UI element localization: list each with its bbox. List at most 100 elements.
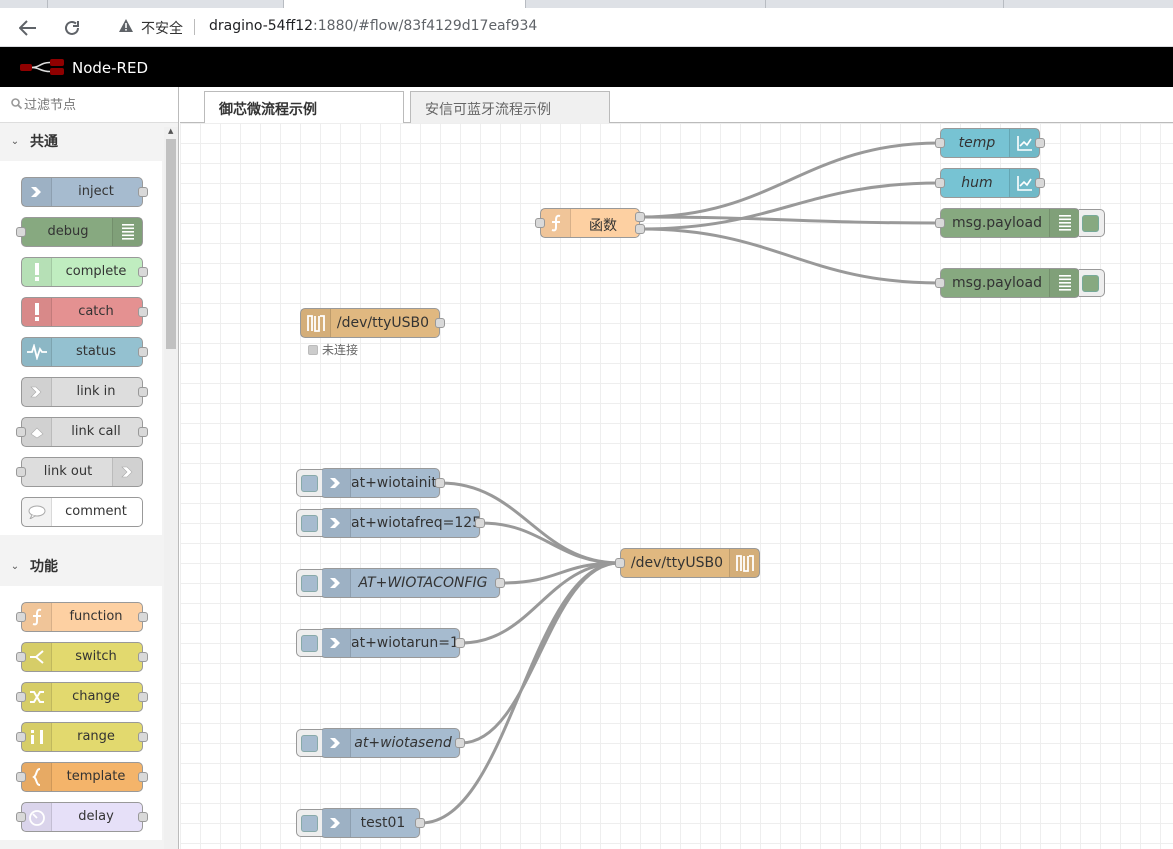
wire[interactable] — [420, 561, 620, 825]
flow-node-label: test01 — [360, 815, 406, 831]
debug-toggle-button[interactable] — [1079, 209, 1105, 237]
palette-node-debug[interactable]: debug — [16, 217, 143, 247]
palette-node-link-in[interactable]: link in — [21, 377, 148, 407]
palette-category-label: 功能 — [30, 559, 58, 575]
scroll-up-icon[interactable]: ▲ — [168, 127, 174, 135]
wire[interactable] — [640, 227, 940, 285]
palette-node-catch[interactable]: catch — [21, 297, 148, 327]
browser-tab[interactable] — [766, 0, 1004, 8]
palette-node-change[interactable]: change — [16, 682, 148, 712]
inject-trigger-button[interactable] — [296, 629, 322, 657]
palette-category-header[interactable]: ⌄共通 — [0, 123, 162, 159]
output-port[interactable] — [475, 518, 485, 528]
browser-tab[interactable] — [0, 0, 48, 8]
palette-node-delay[interactable]: delay — [16, 802, 148, 832]
palette-node-range[interactable]: range — [16, 722, 148, 752]
palette-node-template[interactable]: template — [16, 762, 148, 792]
flow-node-dbg2[interactable]: msg.payload — [935, 268, 1105, 298]
input-port[interactable] — [935, 218, 945, 228]
flow-node-inj1[interactable]: at+wiotainit — [296, 468, 445, 498]
input-port[interactable] — [935, 278, 945, 288]
inject-trigger-button[interactable] — [296, 469, 322, 497]
palette-node-link-call[interactable]: link call — [16, 417, 148, 447]
warning-icon — [119, 19, 133, 32]
output-port[interactable] — [435, 318, 445, 328]
wire[interactable] — [640, 181, 940, 231]
palette-scroll-thumb[interactable] — [166, 139, 176, 349]
reload-button[interactable] — [58, 14, 86, 42]
input-port[interactable] — [935, 138, 945, 148]
tab-flow-2[interactable]: 安信可蓝牙流程示例 — [410, 91, 610, 123]
chart-icon — [1009, 169, 1039, 197]
browser-tab[interactable] — [526, 0, 766, 8]
input-port[interactable] — [615, 558, 625, 568]
flow-node-inj5[interactable]: at+wiotasend — [296, 728, 465, 758]
palette-filter-input[interactable] — [24, 95, 164, 115]
wire[interactable] — [480, 521, 620, 565]
wire[interactable] — [640, 141, 940, 219]
insecure-label[interactable]: 不安全 — [141, 21, 183, 37]
palette-category-header[interactable]: ⌄功能 — [0, 548, 162, 584]
output-port — [138, 307, 148, 317]
output-port[interactable] — [435, 478, 445, 488]
list-icon — [1049, 269, 1079, 297]
wire[interactable] — [460, 561, 620, 645]
url-field[interactable]: dragino-54ff12:1880/#flow/83f4129d17eaf9… — [209, 18, 537, 34]
palette-node-status[interactable]: status — [21, 337, 148, 367]
output-port[interactable] — [635, 212, 645, 222]
palette-node-label: delay — [78, 809, 114, 824]
list-icon — [112, 218, 142, 246]
flow-canvas[interactable]: temp hum 函数 msg.payload msg.payload/dev/ttyU… — [180, 123, 1173, 849]
inject-trigger-button[interactable] — [296, 809, 322, 837]
tab-flow-1[interactable]: 御芯微流程示例 — [204, 91, 404, 124]
back-button[interactable] — [14, 14, 42, 42]
flow-node-temp[interactable]: temp — [935, 128, 1045, 158]
output-port[interactable] — [635, 224, 645, 234]
exclamation-icon — [22, 258, 52, 286]
browser-tab-active[interactable] — [284, 0, 526, 8]
flow-node-serout[interactable]: /dev/ttyUSB0 — [615, 548, 760, 578]
output-port[interactable] — [415, 818, 425, 828]
input-port[interactable] — [935, 178, 945, 188]
browser-tab-strip — [0, 0, 1173, 8]
input-port[interactable] — [535, 218, 545, 228]
output-port[interactable] — [455, 638, 465, 648]
palette-node-switch[interactable]: switch — [16, 642, 148, 672]
output-port[interactable] — [1035, 138, 1045, 148]
output-port[interactable] — [495, 578, 505, 588]
palette-node-function[interactable]: function — [16, 602, 148, 632]
output-port — [138, 267, 148, 277]
debug-toggle-button[interactable] — [1079, 269, 1105, 297]
wire[interactable] — [640, 215, 940, 225]
flow-node-hum[interactable]: hum — [935, 168, 1045, 198]
output-port[interactable] — [1035, 178, 1045, 188]
inject-trigger-button[interactable] — [296, 509, 322, 537]
palette-node-complete[interactable]: complete — [21, 257, 148, 287]
flow-node-inj3[interactable]: AT+WIOTACONFIG — [296, 568, 505, 598]
palette-node-link-out[interactable]: link out — [16, 457, 143, 487]
inject-trigger-button[interactable] — [296, 729, 322, 757]
palette-node-comment[interactable]: comment — [21, 497, 143, 527]
flow-node-serin[interactable]: /dev/ttyUSB0 — [300, 308, 445, 338]
chevron-down-icon: ⌄ — [10, 135, 20, 147]
input-port — [16, 427, 26, 437]
inject-trigger-button[interactable] — [296, 569, 322, 597]
flow-node-func[interactable]: 函数 — [535, 208, 645, 238]
flow-node-inj4[interactable]: at+wiotarun=1 — [296, 628, 465, 658]
wires-layer — [420, 141, 940, 825]
trigger-icon — [301, 475, 318, 492]
input-port — [16, 732, 26, 742]
timer-icon — [22, 803, 52, 831]
node-status: 未连接 — [308, 341, 358, 358]
comment-icon — [22, 498, 52, 526]
palette-node-label: link in — [76, 384, 116, 399]
browser-tab[interactable] — [48, 0, 284, 8]
flow-node-inj6[interactable]: test01 — [296, 808, 425, 838]
flow-node-label: temp — [958, 135, 996, 151]
palette-scrollbar[interactable]: ▲ — [164, 127, 178, 849]
output-port[interactable] — [455, 738, 465, 748]
flow-node-inj2[interactable]: at+wiotafreq=125 — [296, 508, 485, 538]
flow-node-dbg1[interactable]: msg.payload — [935, 208, 1105, 238]
palette-node-inject[interactable]: inject — [21, 177, 148, 207]
arrow-in-icon — [321, 809, 351, 837]
